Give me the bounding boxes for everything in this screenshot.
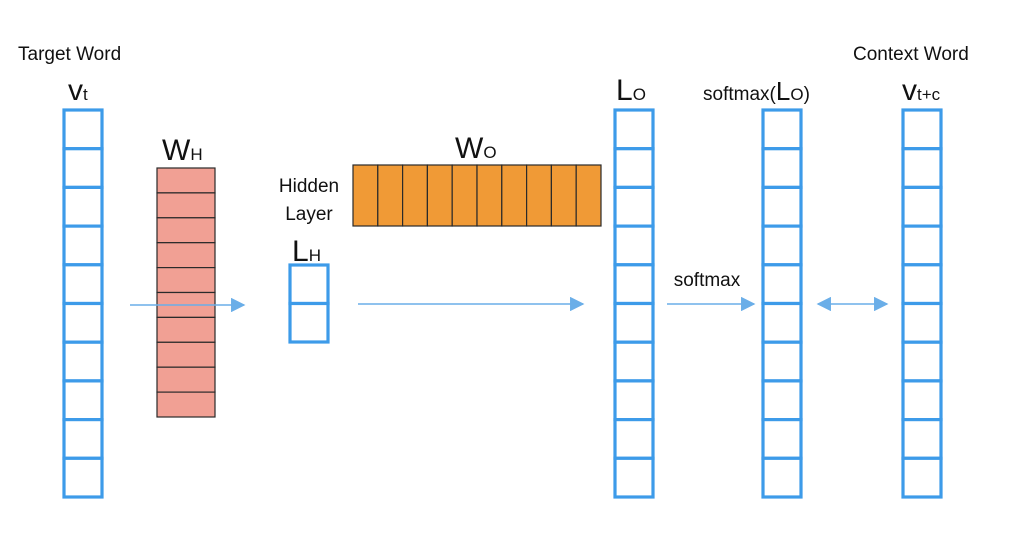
- output-vector-cell: [613, 418, 655, 460]
- target-vector-cell: [62, 224, 104, 267]
- wh-row: [156, 192, 216, 219]
- target-vector-cell: [62, 263, 104, 306]
- target-vector-cell: [62, 147, 104, 189]
- arrows: [130, 296, 889, 313]
- lh-symbol: LH: [292, 235, 321, 268]
- hidden-layer-label-line1: Hidden: [279, 176, 339, 197]
- softmax-vector: [761, 108, 803, 499]
- softmax-vector-cell: [761, 301, 803, 344]
- wh-row: [156, 217, 216, 244]
- target-vector-cell: [62, 185, 104, 228]
- target-vector: [62, 108, 104, 499]
- wh-weight-matrix: [156, 167, 216, 418]
- context-vector-cell: [901, 147, 943, 189]
- context-vector-cell: [901, 456, 943, 499]
- wh-row: [156, 316, 216, 343]
- context-vector-cell: [901, 301, 943, 344]
- output-vector-cell: [613, 224, 655, 267]
- context-vector-cell: [901, 263, 943, 306]
- context-vector-cell: [901, 108, 943, 151]
- wh-row: [156, 167, 216, 194]
- wo-symbol: WO: [455, 132, 497, 165]
- target-vector-cell: [62, 456, 104, 499]
- output-vector-cell: [613, 185, 655, 228]
- wo-column: [575, 164, 602, 227]
- target-vector-cell: [62, 108, 104, 151]
- softmax-vector-cell: [761, 108, 803, 151]
- wo-column: [426, 164, 453, 227]
- context-vector-cell: [901, 418, 943, 460]
- softmax-vector-cell: [761, 185, 803, 228]
- target-vector-cell: [62, 340, 104, 383]
- context-vector-cell: [901, 340, 943, 383]
- target-word-label: Target Word: [18, 44, 121, 65]
- wo-column: [525, 164, 552, 227]
- context-vector-cell: [901, 224, 943, 267]
- wo-column: [402, 164, 429, 227]
- wo-weight-matrix: [352, 164, 602, 227]
- output-vector-cell: [613, 301, 655, 344]
- context-vector-cell: [901, 379, 943, 422]
- wh-row: [156, 267, 216, 294]
- wh-row: [156, 366, 216, 393]
- output-vector-cell: [613, 147, 655, 189]
- softmax-lo-symbol: softmax(LO): [703, 76, 810, 106]
- hidden-vector-cell: [288, 301, 330, 344]
- output-vector-cell: [613, 263, 655, 306]
- wo-column: [550, 164, 577, 227]
- output-vector: [613, 108, 655, 499]
- vtc-symbol: vt+c: [902, 74, 941, 107]
- softmax-arrow-label: softmax: [674, 270, 741, 291]
- context-vector-cell: [901, 185, 943, 228]
- softmax-vector-cell: [761, 224, 803, 267]
- hidden-layer-label-line2: Layer: [285, 204, 333, 225]
- wh-symbol: WH: [162, 134, 203, 167]
- output-vector-cell: [613, 108, 655, 151]
- wh-row: [156, 242, 216, 269]
- hidden-vector: [288, 263, 330, 344]
- softmax-vector-cell: [761, 340, 803, 383]
- output-vector-cell: [613, 379, 655, 422]
- target-vector-cell: [62, 418, 104, 460]
- output-vector-cell: [613, 456, 655, 499]
- softmax-vector-cell: [761, 147, 803, 189]
- softmax-vector-cell: [761, 418, 803, 460]
- hidden-vector-cell: [288, 263, 330, 306]
- context-vector: [901, 108, 943, 499]
- wh-row: [156, 341, 216, 368]
- wh-row: [156, 391, 216, 418]
- target-vector-cell: [62, 301, 104, 344]
- wo-column: [501, 164, 528, 227]
- vt-symbol: vt: [68, 74, 88, 107]
- wo-column: [377, 164, 404, 227]
- target-vector-cell: [62, 379, 104, 422]
- context-word-label: Context Word: [853, 44, 969, 65]
- lo-symbol: LO: [616, 74, 646, 107]
- softmax-vector-cell: [761, 379, 803, 422]
- softmax-vector-cell: [761, 456, 803, 499]
- wo-column: [476, 164, 503, 227]
- softmax-vector-cell: [761, 263, 803, 306]
- wo-column: [352, 164, 379, 227]
- output-vector-cell: [613, 340, 655, 383]
- wo-column: [451, 164, 478, 227]
